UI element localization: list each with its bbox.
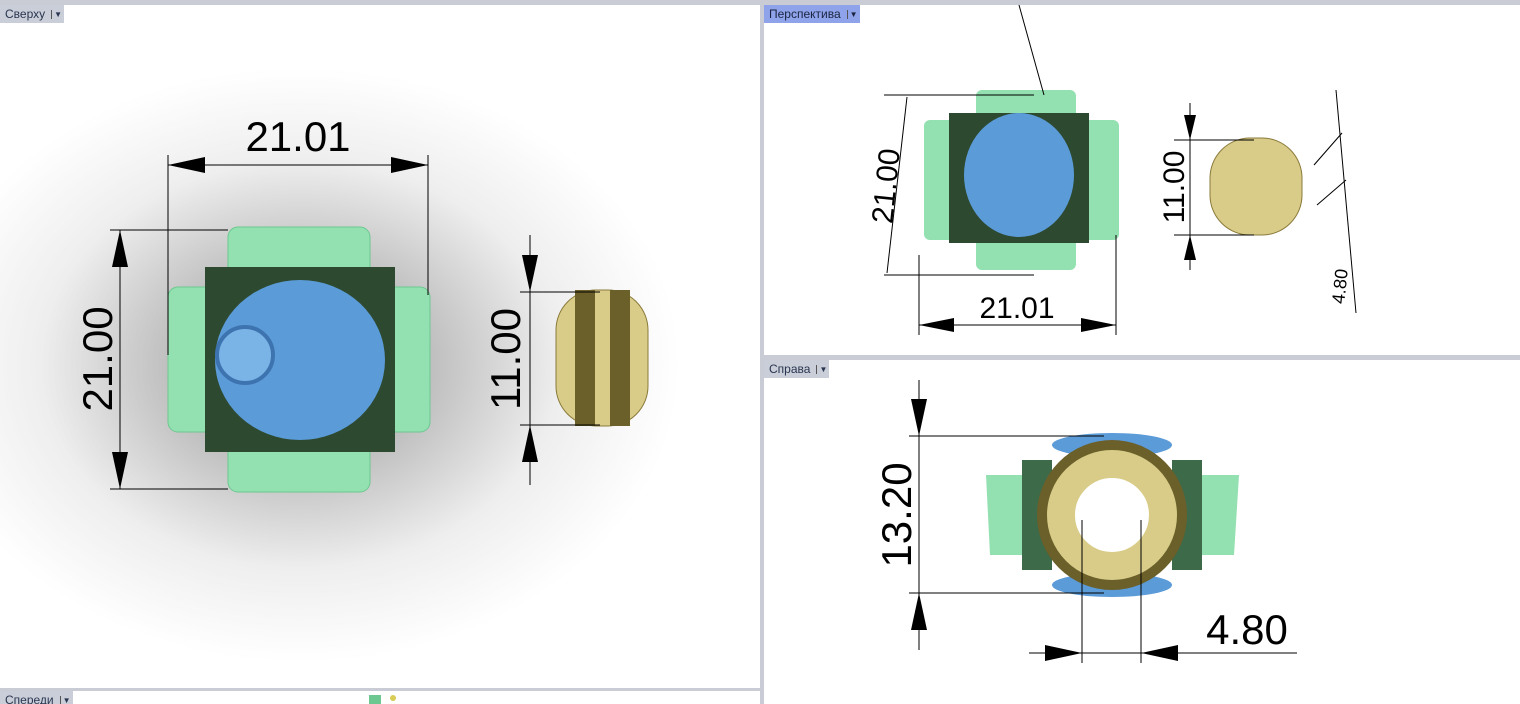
- dim-width: 21.01: [979, 292, 1054, 325]
- viewport-front[interactable]: Спереди ▼: [0, 691, 760, 704]
- dim-hole: 4.80: [1328, 268, 1352, 305]
- chevron-down-icon[interactable]: ▼: [51, 9, 62, 19]
- top-view-drawing: 21.01 21.00 11.00: [74, 113, 649, 493]
- viewport-tab-front[interactable]: Спереди ▼: [0, 691, 73, 704]
- dim-height: 21.00: [74, 306, 121, 411]
- bead-front-preview: [390, 695, 396, 701]
- dim-height: 21.00: [866, 147, 907, 225]
- chevron-down-icon[interactable]: ▼: [59, 695, 71, 704]
- bead-top: [555, 289, 649, 427]
- viewport-label: Спереди: [5, 693, 54, 704]
- viewport-tab-right[interactable]: Справа ▼: [764, 360, 830, 378]
- viewport-perspective[interactable]: Перспектива ▼ 21.00 21.01 11.00 4.80: [764, 5, 1520, 355]
- ring-top-plate: [167, 226, 431, 493]
- viewport-label: Справа: [769, 362, 811, 376]
- ring-front-preview: [369, 695, 381, 704]
- dim-hole: 4.80: [1206, 606, 1288, 653]
- dim-bead: 11.00: [1158, 151, 1191, 224]
- viewport-top[interactable]: Сверху ▼ 21.01 21.00 11.00: [0, 5, 760, 688]
- dimension-arrows: [112, 157, 538, 489]
- viewport-tab-top[interactable]: Сверху ▼: [0, 5, 65, 23]
- viewport-label: Перспектива: [769, 7, 841, 21]
- chevron-down-icon[interactable]: ▼: [846, 9, 858, 19]
- perspective-drawing: 21.00 21.01 11.00 4.80: [866, 5, 1357, 335]
- viewport-tab-perspective[interactable]: Перспектива ▼: [764, 5, 860, 23]
- viewport-right[interactable]: Справа ▼ 13.20 4.80: [764, 360, 1520, 704]
- chevron-down-icon[interactable]: ▼: [816, 364, 827, 374]
- dim-width: 21.01: [245, 113, 350, 160]
- dim-bead: 11.00: [482, 308, 529, 410]
- dimension-lines: [110, 155, 600, 490]
- dim-height: 13.20: [873, 462, 920, 567]
- right-view-drawing: 13.20 4.80: [873, 380, 1297, 663]
- viewport-label: Сверху: [5, 7, 46, 21]
